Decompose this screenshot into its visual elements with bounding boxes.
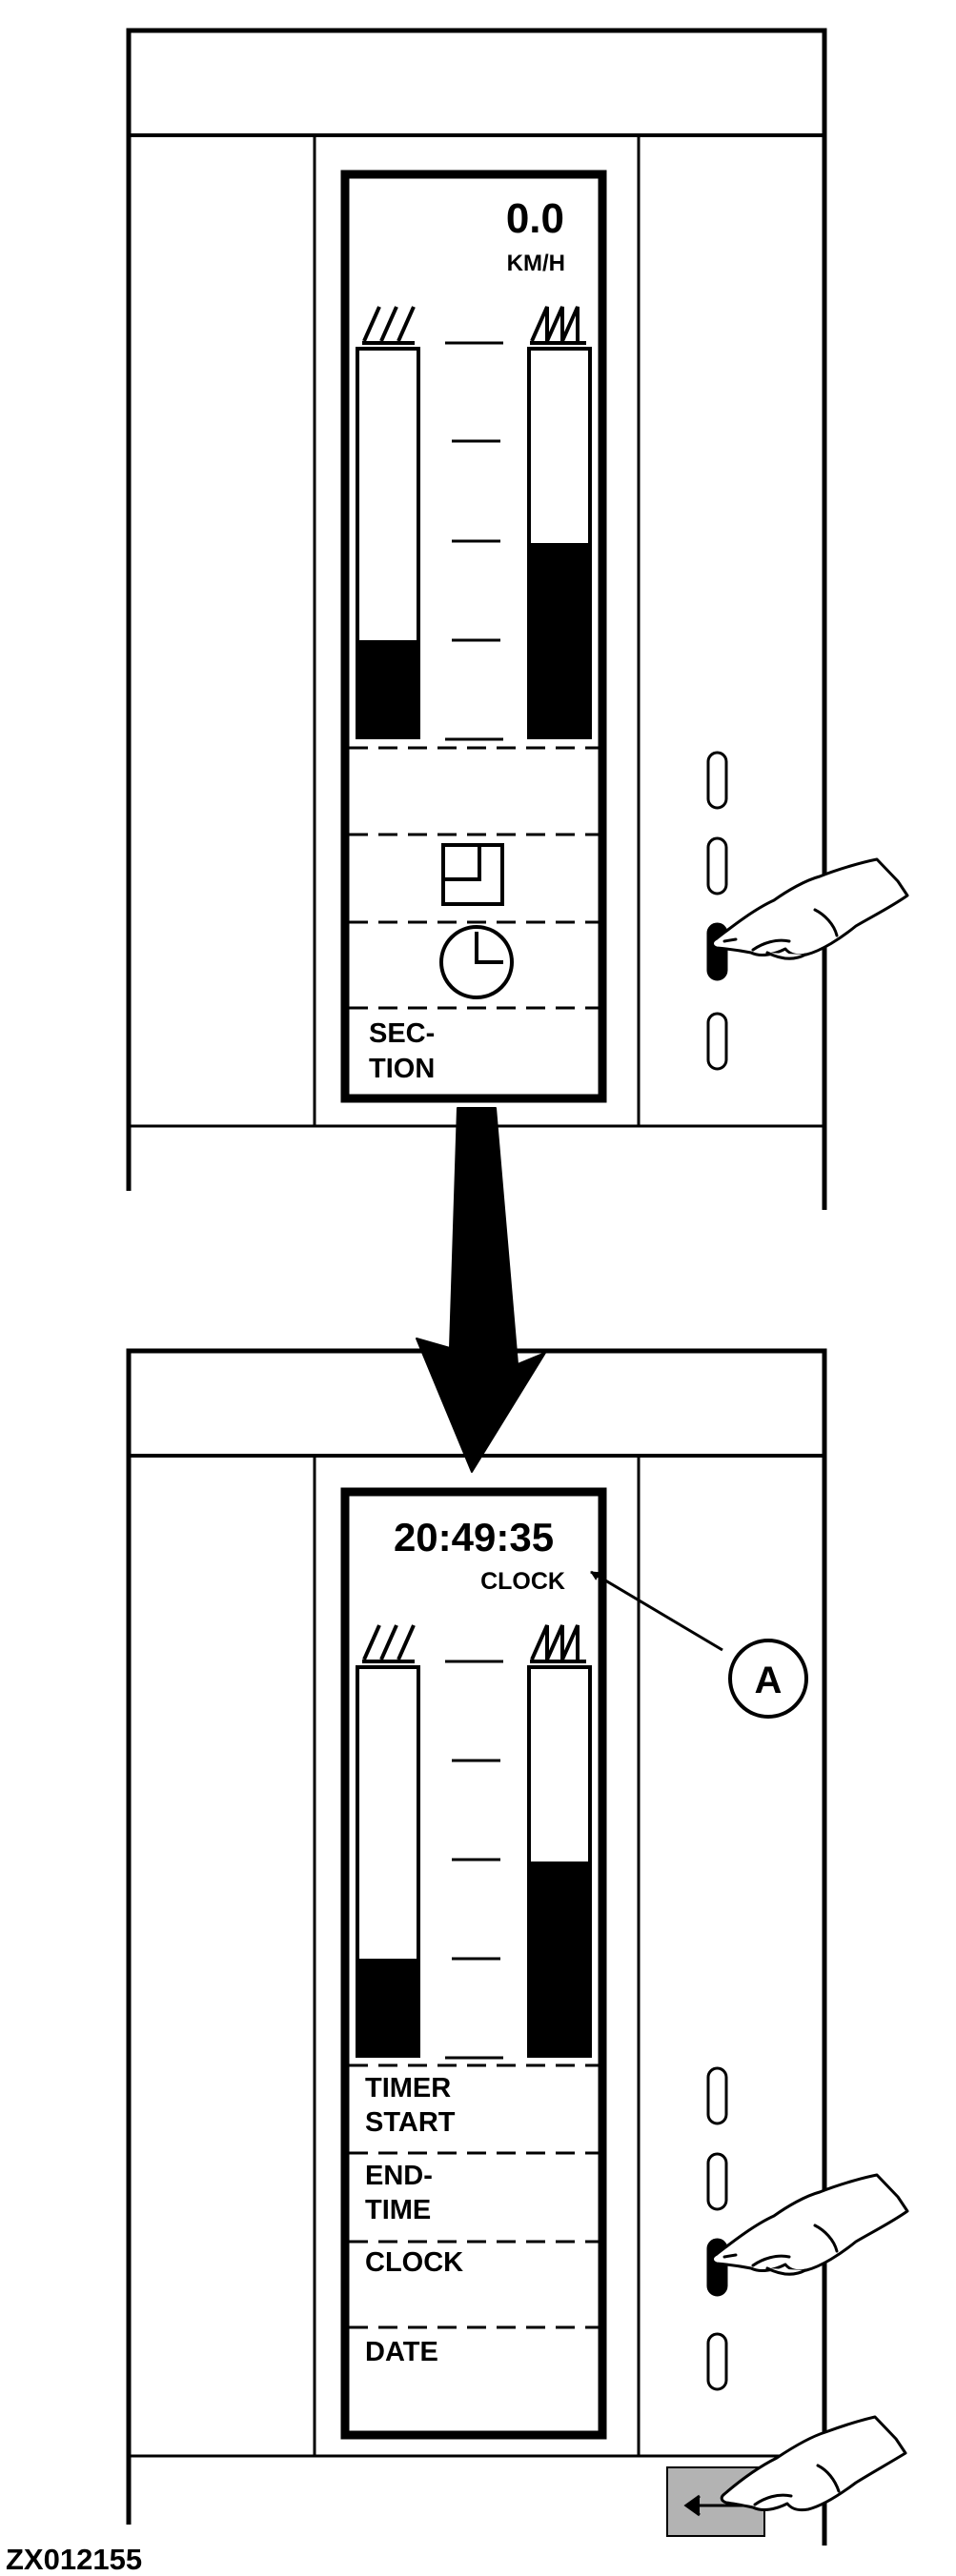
menu-item-timer-start[interactable]: TIMER START	[365, 2073, 456, 2138]
menu-item-line1: TIMER	[365, 2073, 451, 2103]
section-label-line1: SEC-	[369, 1018, 435, 1049]
right-level-fill	[529, 1862, 590, 2056]
side-buttons	[706, 2066, 728, 2391]
time-value: 20:49:35	[394, 1515, 554, 1560]
menu-item-line2: TIME	[365, 2195, 431, 2225]
scale-ticks	[445, 341, 503, 741]
menu-item-line2: START	[365, 2107, 456, 2138]
menu-item-line1: END-	[365, 2161, 433, 2191]
tilt-left-icon	[362, 306, 416, 345]
tilt-right-icon	[530, 1624, 586, 1663]
side-button-2[interactable]	[706, 836, 728, 896]
tilt-right-icon	[530, 306, 586, 345]
top-monitor: 0.0 KM/H	[126, 28, 909, 1210]
menu-item-line1: CLOCK	[365, 2247, 463, 2278]
clock-icon	[439, 925, 514, 999]
pointing-hand-icon	[711, 857, 909, 960]
time-label: CLOCK	[480, 1568, 565, 1595]
side-button-4[interactable]	[706, 1012, 728, 1071]
right-level-fill	[529, 543, 590, 737]
tilt-left-icon	[362, 1624, 416, 1663]
menu-item-date[interactable]: DATE	[365, 2337, 438, 2367]
transition-arrow	[416, 1107, 546, 1473]
speed-unit: KM/H	[507, 251, 565, 276]
menu-item-end-time[interactable]: END- TIME	[365, 2161, 433, 2225]
pointing-hand-icon	[720, 2415, 907, 2512]
area-icon	[441, 843, 504, 906]
bottom-display: 20:49:35 CLOCK	[340, 1487, 607, 2440]
side-button-4[interactable]	[706, 2332, 728, 2391]
side-button-1[interactable]	[706, 2066, 728, 2125]
left-level-fill	[357, 640, 418, 737]
menu-dividers	[349, 746, 599, 1010]
menu-item-line1: DATE	[365, 2337, 438, 2367]
left-level-fill	[357, 1959, 418, 2056]
figure-code: ZX012155	[6, 2543, 142, 2576]
menu-dividers	[349, 2063, 599, 2329]
scale-ticks	[445, 1660, 503, 2060]
speed-value: 0.0	[506, 195, 564, 242]
side-button-2[interactable]	[706, 2152, 728, 2211]
bottom-monitor: 20:49:35 CLOCK	[126, 1348, 909, 2546]
top-display: 0.0 KM/H	[340, 170, 607, 1103]
side-button-1[interactable]	[706, 751, 728, 810]
callout-a: A	[590, 1570, 808, 1719]
side-buttons	[706, 751, 728, 1071]
pointing-hand-icon	[711, 2173, 909, 2276]
callout-label: A	[755, 1660, 783, 1701]
section-label-line2: TION	[369, 1054, 435, 1084]
menu-item-clock[interactable]: CLOCK	[365, 2247, 463, 2278]
